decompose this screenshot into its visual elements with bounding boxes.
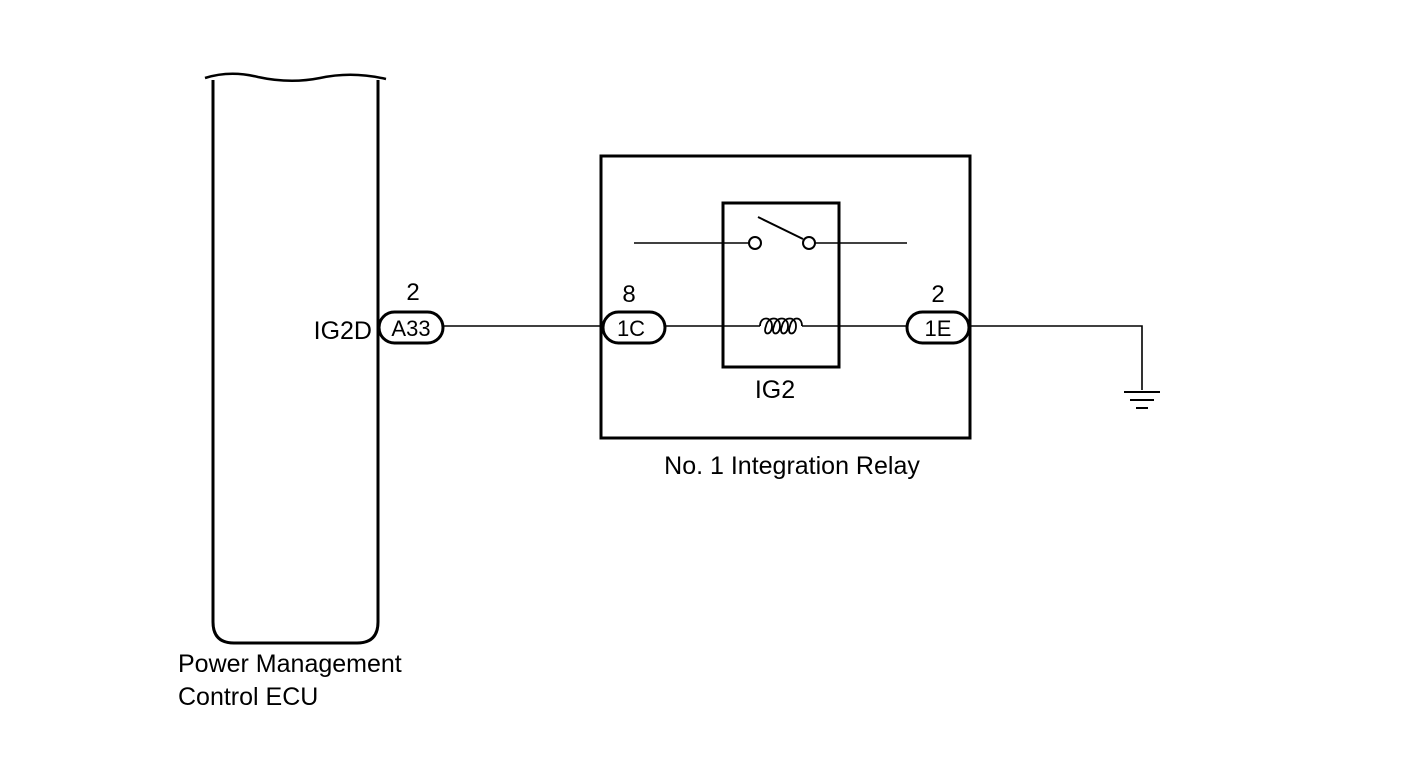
relay-coil-icon — [759, 317, 803, 335]
ecu-name-line1: Power Management — [178, 650, 402, 678]
connector-1c-label: 1C — [617, 316, 645, 341]
connector-1e-label: 1E — [925, 316, 952, 341]
ecu-body — [204, 72, 387, 645]
connector-1e-pin: 2 — [931, 281, 944, 308]
relay-box — [599, 154, 972, 440]
relay-name: No. 1 Integration Relay — [664, 452, 920, 480]
connector-a33-label: A33 — [391, 316, 430, 341]
relay-switch — [634, 216, 907, 250]
connector-1e — [905, 310, 971, 345]
connector-1c — [601, 310, 667, 345]
relay-inner-label: IG2 — [755, 376, 795, 404]
wire-to-ground — [969, 325, 1143, 390]
ecu-terminal-name: IG2D — [314, 317, 372, 345]
connector-a33 — [377, 310, 445, 345]
ground-icon — [1124, 391, 1160, 409]
relay-inner-box — [721, 201, 841, 369]
connector-a33-pin: 2 — [406, 279, 419, 306]
ecu-name-line2: Control ECU — [178, 683, 318, 711]
connector-1c-pin: 8 — [622, 281, 635, 308]
